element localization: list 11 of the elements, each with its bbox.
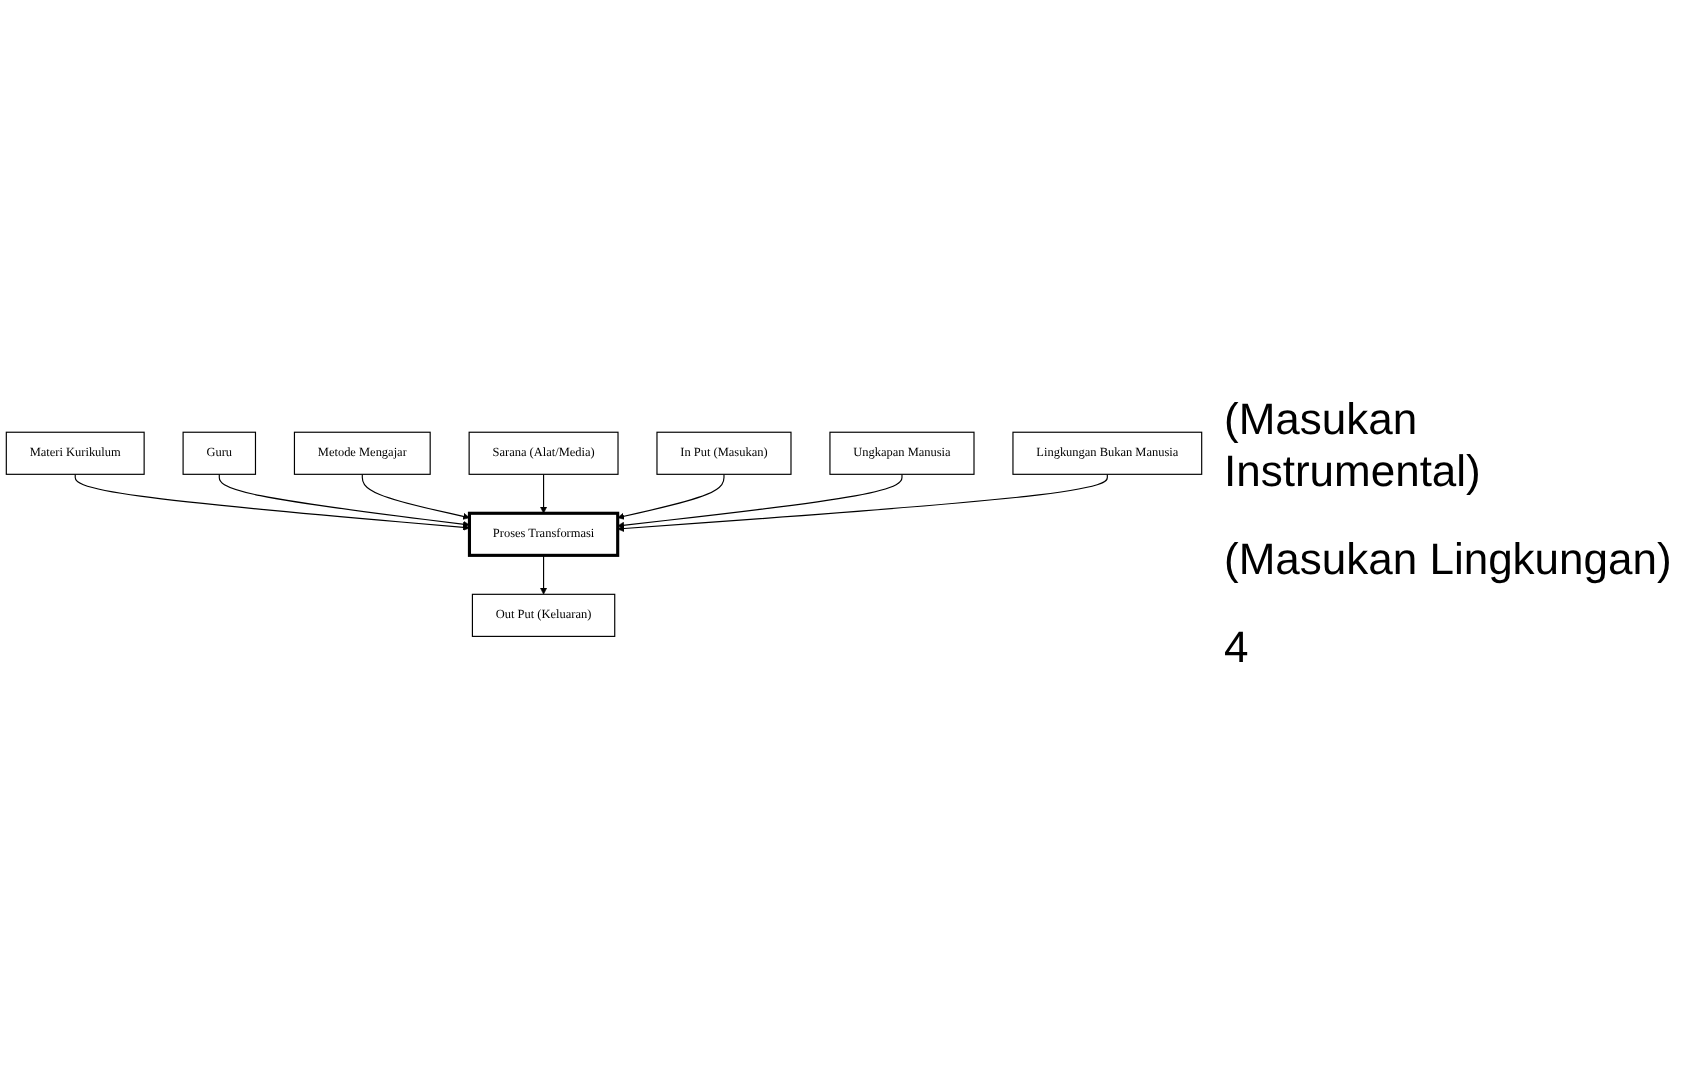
- arrow: [540, 554, 547, 595]
- note-text: (Masukan Lingkungan): [1224, 534, 1674, 586]
- arrow: [540, 473, 547, 514]
- arrow: [617, 473, 725, 520]
- arrow: [74, 473, 470, 531]
- arrow: [617, 473, 903, 529]
- arrow: [617, 473, 1108, 532]
- arrow: [361, 473, 470, 520]
- note-text: (Masukan Instrumental): [1224, 394, 1483, 498]
- note-text: 4: [1224, 622, 1251, 674]
- arrow: [218, 473, 470, 528]
